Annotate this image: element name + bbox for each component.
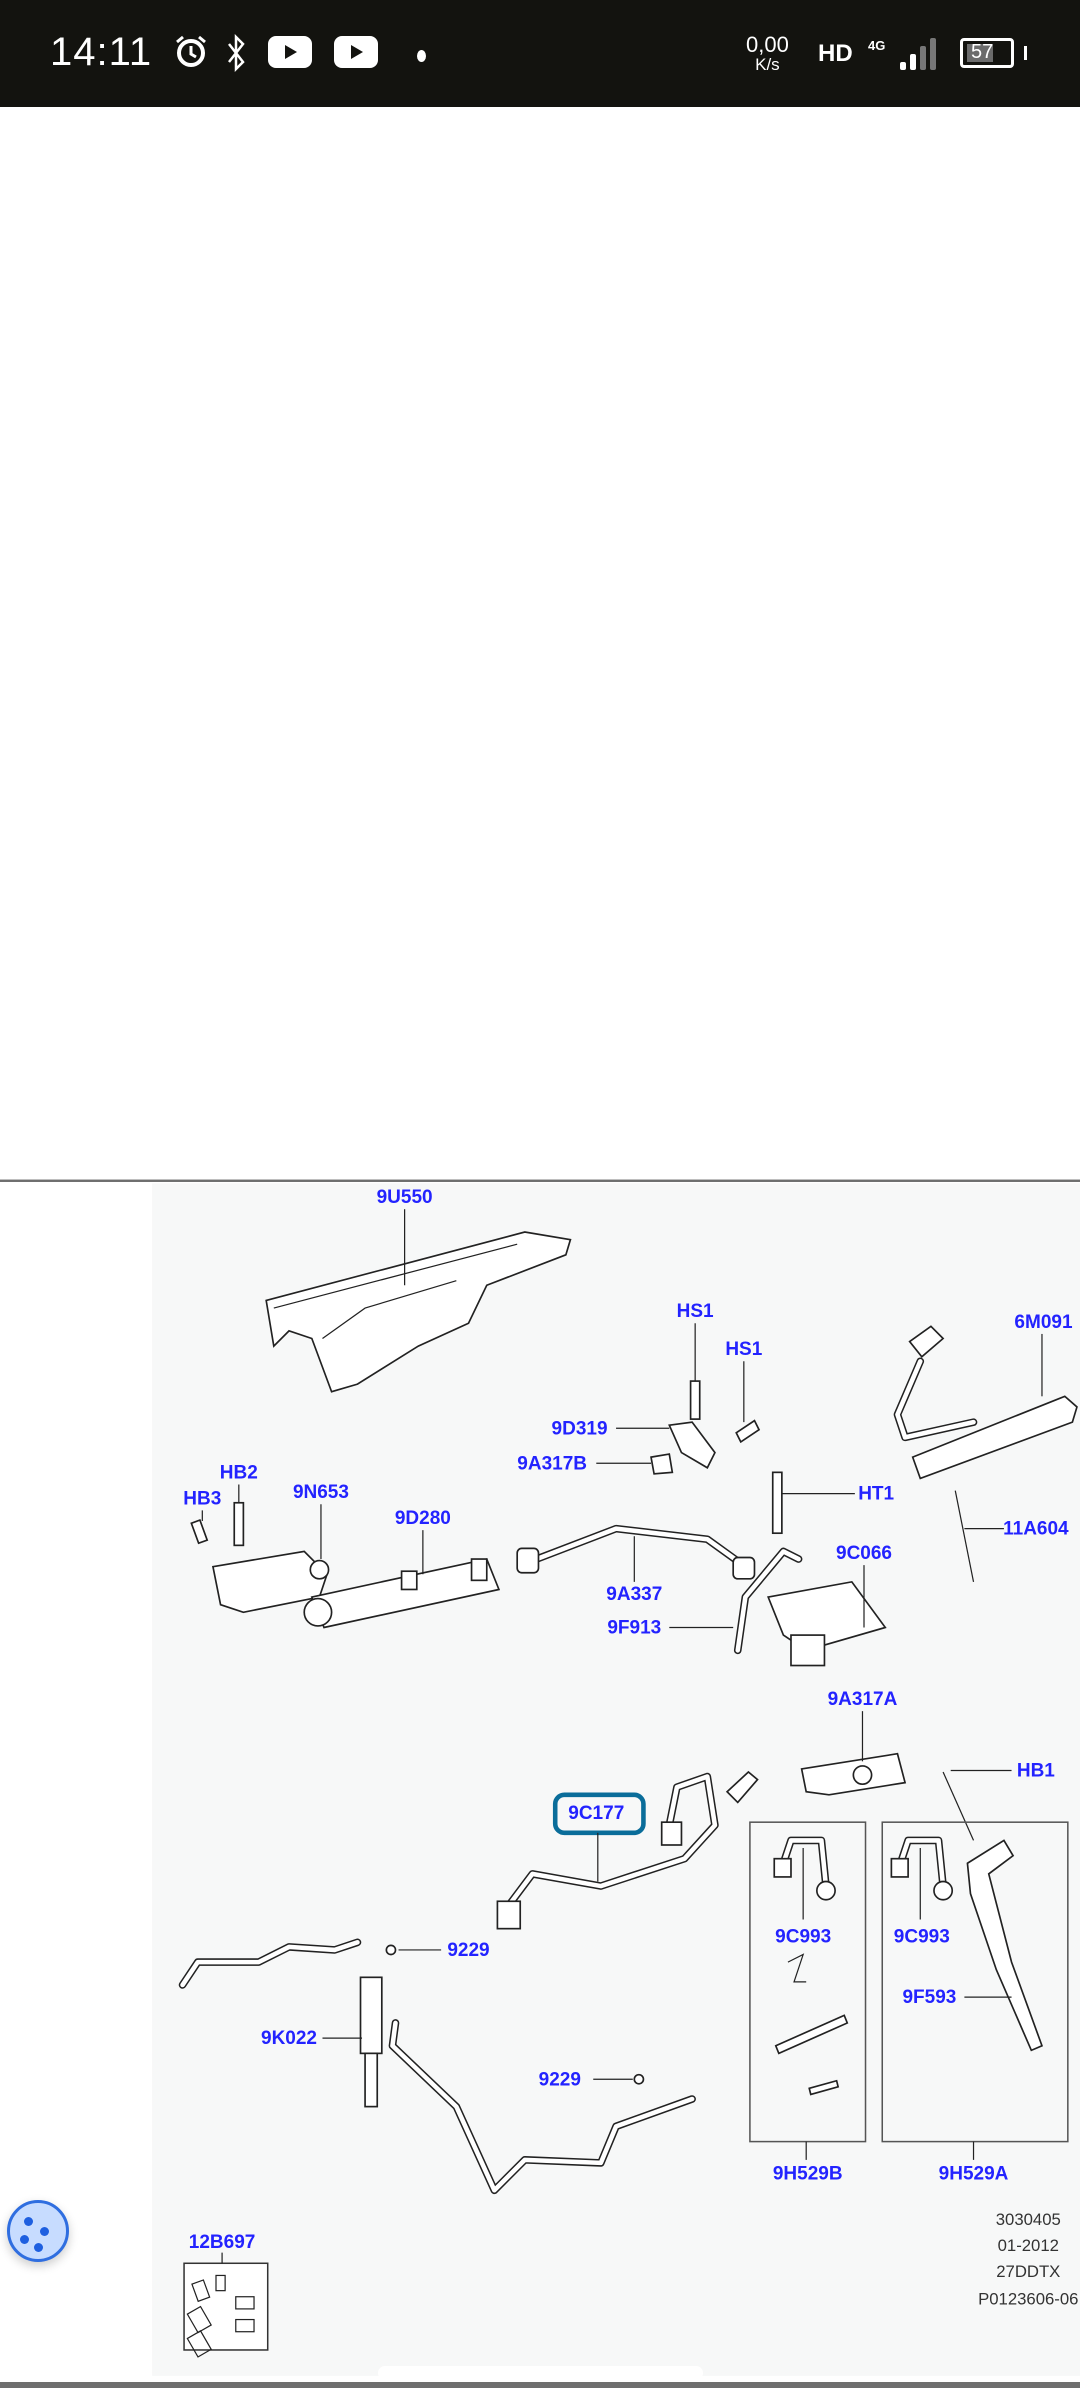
injector-part[interactable]: [966, 1839, 1044, 2052]
scrollbar[interactable]: [378, 2366, 703, 2380]
diagram-ref: 3030405: [996, 2210, 1061, 2229]
youtube-icon: [268, 36, 312, 68]
kit-pipe-part[interactable]: [773, 1836, 954, 2096]
callout-9k022[interactable]: 9K022: [261, 2028, 317, 2049]
callout-9c066[interactable]: 9C066: [836, 1543, 892, 1564]
fuel-rail-bracket-part[interactable]: [190, 1501, 330, 1614]
callout-hb2[interactable]: HB2: [220, 1462, 258, 1483]
bluetooth-icon: [228, 34, 245, 72]
hd-indicator: HD: [818, 40, 853, 67]
bottom-divider: [0, 2382, 1080, 2388]
diagram-engine-code: 27DDTX: [996, 2262, 1060, 2281]
heat-shield-part[interactable]: [265, 1231, 572, 1393]
glow-plug-harness-part[interactable]: [893, 1325, 1078, 1480]
callout-hb1[interactable]: HB1: [1017, 1761, 1055, 1782]
callout-hs1[interactable]: HS1: [725, 1339, 762, 1360]
fastener-kit-part[interactable]: [183, 2262, 269, 2351]
callout-9229[interactable]: 9229: [539, 2069, 581, 2090]
cookie-settings-button[interactable]: [7, 2200, 69, 2262]
fuel-pipe-part[interactable]: [516, 1524, 756, 1580]
callout-9d280[interactable]: 9D280: [395, 1508, 451, 1529]
fuel-pump-part[interactable]: [733, 1547, 887, 1667]
kit-box-9h529b[interactable]: [749, 1821, 867, 2143]
callout-hs1[interactable]: HS1: [677, 1301, 714, 1322]
fuel-rail-part[interactable]: [303, 1558, 501, 1629]
callout-9229[interactable]: 9229: [447, 1940, 489, 1961]
stud-part[interactable]: [771, 1471, 783, 1535]
callout-11a604[interactable]: 11A604: [1003, 1519, 1069, 1540]
callout-9c177[interactable]: 9C177: [568, 1803, 624, 1824]
callout-9u550[interactable]: 9U550: [377, 1187, 433, 1208]
divider: [0, 1179, 1080, 1182]
glow-plug-part[interactable]: [954, 1490, 975, 1582]
clock: 14:11: [50, 30, 153, 74]
kit-box-9h529a[interactable]: [881, 1821, 1069, 2143]
bracket-part[interactable]: [650, 1380, 761, 1475]
callout-9n653[interactable]: 9N653: [293, 1482, 349, 1503]
bolt-part[interactable]: [942, 1771, 975, 1841]
highlight-box: [552, 1792, 646, 1836]
diagram-part-number: P0123606-06: [978, 2289, 1078, 2308]
callout-9a317b[interactable]: 9A317B: [517, 1453, 587, 1474]
diagram-date: 01-2012: [998, 2236, 1059, 2255]
callout-9f913[interactable]: 9F913: [607, 1618, 661, 1639]
fuel-line-part[interactable]: [178, 1938, 696, 2195]
battery-icon: 57: [960, 38, 1014, 68]
callout-9f593[interactable]: 9F593: [902, 1987, 956, 2008]
callout-hb3[interactable]: HB3: [183, 1488, 221, 1509]
callout-9h529b[interactable]: 9H529B: [773, 2164, 843, 2185]
callout-9a337[interactable]: 9A337: [606, 1584, 662, 1605]
alarm-icon: [176, 35, 206, 67]
youtube-icon: [334, 36, 378, 68]
callout-ht1[interactable]: HT1: [858, 1484, 894, 1505]
callout-9h529a[interactable]: 9H529A: [939, 2164, 1009, 2185]
callout-6m091[interactable]: 6M091: [1014, 1312, 1073, 1333]
diagram-panel: [152, 1183, 1080, 2376]
network-type: 4G: [868, 38, 886, 53]
callout-9c993[interactable]: 9C993: [894, 1926, 950, 1947]
leak-off-pipe-part[interactable]: [496, 1770, 759, 1930]
callout-9a317a[interactable]: 9A317A: [828, 1689, 898, 1710]
callout-9c993[interactable]: 9C993: [775, 1926, 831, 1947]
callout-9d319[interactable]: 9D319: [552, 1418, 608, 1439]
callout-12b697[interactable]: 12B697: [189, 2232, 256, 2253]
notification-dot: [417, 50, 426, 62]
